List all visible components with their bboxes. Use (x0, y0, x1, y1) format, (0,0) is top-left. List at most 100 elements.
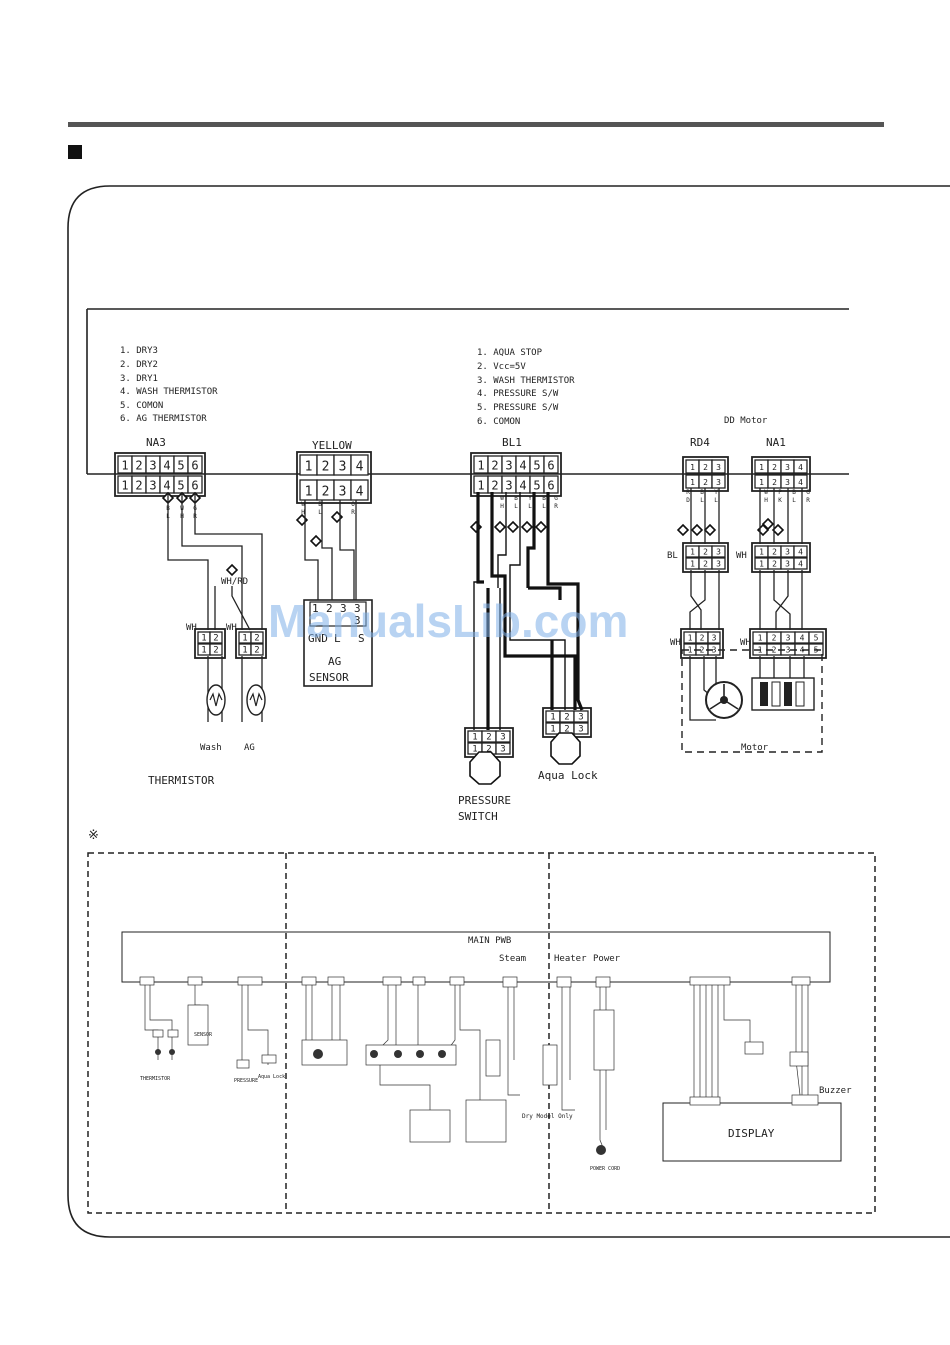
legend-line: 1. AQUA STOP (477, 348, 543, 358)
pin-number: 3 (785, 463, 790, 472)
overview-schematic: MAIN PWB Steam Heater Power Buzzer DISPL… (121, 931, 852, 1172)
pin-number: 3 (578, 713, 583, 723)
pin-number: 4 (356, 485, 364, 500)
overview-main-pwb: MAIN PWB (468, 936, 511, 946)
wire-code: L (528, 503, 532, 510)
pin-number: 4 (163, 478, 170, 492)
pin-number: 2 (322, 485, 330, 500)
pin-number: 1 (759, 548, 764, 557)
aqua-lock-label: Aqua Lock (538, 769, 598, 782)
pin-number: 1 (201, 646, 206, 656)
legend-line: 5. PRESSURE S/W (477, 403, 559, 413)
dd-motor-label: DD Motor (724, 416, 768, 426)
ag-pin: 3 (354, 614, 361, 627)
pin-number: 2 (564, 713, 569, 723)
legend-line: 4. WASH THERMISTOR (120, 387, 218, 397)
pin-number: 4 (798, 548, 803, 557)
wire-code-whrd: WH/RD (221, 577, 248, 587)
pin-number: 5 (177, 458, 184, 472)
pin-number: 1 (688, 646, 693, 655)
pin-number: 1 (201, 634, 206, 644)
pin-number: 2 (486, 733, 491, 743)
wire-code: W (301, 501, 305, 508)
pin-number: 3 (505, 478, 512, 492)
wire-code-wh: WH (186, 623, 197, 633)
thermistor-ag (246, 684, 266, 716)
pin-number: 2 (322, 460, 330, 475)
wire-code-bl: BL (667, 551, 678, 561)
pressure-switch-label: PRESSURE (458, 794, 511, 807)
pin-number: 6 (191, 458, 198, 472)
wire-code: H (500, 503, 504, 510)
overview-steam: Steam (499, 954, 526, 964)
pin-number: 3 (712, 646, 717, 655)
bl1-wiring (473, 492, 584, 730)
pin-number: 1 (305, 460, 313, 475)
pin-number: 4 (798, 560, 803, 569)
pin-number: 5 (814, 634, 819, 643)
pin-number: 4 (519, 478, 526, 492)
pin-number: 2 (486, 745, 491, 755)
pin-number: 3 (149, 478, 156, 492)
test-point (534, 520, 548, 534)
legend-line: 2. DRY2 (120, 360, 158, 370)
pin-number: 1 (242, 646, 247, 656)
overview-pressure: PRESSURE (234, 1078, 258, 1084)
legend-line: 5. COMON (120, 401, 163, 411)
ag-l-label: L (334, 632, 341, 645)
wire-code-wh: WH (740, 638, 751, 648)
legend-line: 3. DRY1 (120, 374, 158, 384)
pin-number: 1 (690, 548, 695, 557)
test-point (703, 523, 717, 537)
pin-number: 2 (703, 478, 708, 487)
thermistor-wash-label: Wash (200, 743, 222, 753)
pin-number: 3 (500, 745, 505, 755)
ag-s-label: S (358, 632, 365, 645)
pin-number: 3 (578, 725, 583, 735)
ag-pin: 1 (312, 602, 319, 615)
pin-number: 3 (785, 560, 790, 569)
pin-number: 1 (477, 458, 484, 472)
test-point (690, 523, 704, 537)
pin-number: 1 (688, 634, 693, 643)
wire-code: O (351, 501, 355, 508)
pin-number: 3 (712, 634, 717, 643)
pin-number: 2 (772, 548, 777, 557)
overview-aqua-lock: Aqua Lock (258, 1074, 285, 1080)
pressure-switch-label: SWITCH (458, 810, 498, 823)
wire-code: L (700, 497, 704, 504)
test-point (493, 520, 507, 534)
test-point (225, 563, 239, 577)
overview-display: DISPLAY (728, 1127, 775, 1140)
legend-na3: 1. DRY3 2. DRY2 3. DRY1 4. WASH THERMIST… (120, 346, 218, 424)
watermark: ManualsLib.com (268, 595, 628, 647)
pin-number: 3 (786, 646, 791, 655)
pin-number: 2 (703, 548, 708, 557)
thermistor-ag-label: AG (244, 743, 255, 753)
pin-number: 2 (564, 725, 569, 735)
wire-code: R (351, 509, 355, 516)
test-point (309, 534, 323, 548)
pin-number: 2 (213, 634, 218, 644)
pin-number: 2 (772, 634, 777, 643)
wire-code: L (792, 497, 796, 504)
wire-code: R (193, 513, 197, 520)
pin-number: 1 (759, 463, 764, 472)
pin-number: 3 (339, 485, 347, 500)
overview-frame (87, 852, 876, 1214)
pin-number: 2 (700, 646, 705, 655)
test-point (676, 523, 690, 537)
legend-line: 1. DRY3 (120, 346, 158, 356)
legend-line: 4. PRESSURE S/W (477, 389, 559, 399)
ag-pin: 3 (354, 602, 361, 615)
wire-code: R (806, 497, 810, 504)
legend-line: 3. WASH THERMISTOR (477, 376, 575, 386)
legend-bl1: 1. AQUA STOP 2. Vcc=5V 3. WASH THERMISTO… (477, 348, 575, 427)
pin-number: 3 (500, 733, 505, 743)
connector-label-na3: NA3 (146, 436, 166, 449)
